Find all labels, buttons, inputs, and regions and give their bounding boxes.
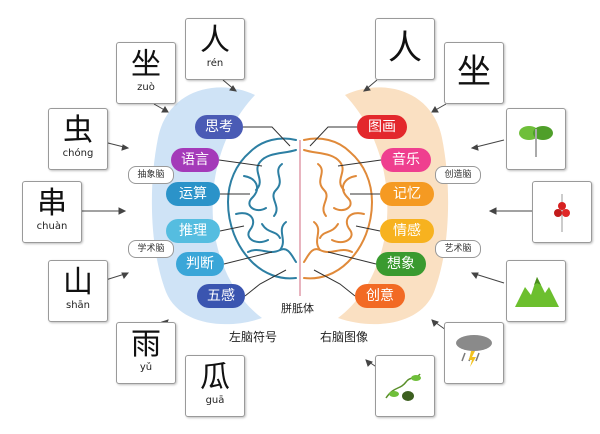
card-char: 山: [63, 265, 93, 300]
right-hemisphere-icon: [303, 137, 374, 280]
right-function-music: 音乐: [381, 148, 431, 172]
card-pinyin: chóng: [62, 148, 94, 159]
card-char: 坐: [457, 52, 491, 92]
card-char: 人: [388, 28, 422, 68]
right-function-creativity: 创意: [355, 284, 405, 308]
right-card-rain: [444, 322, 504, 384]
melon-vine-icon: [385, 373, 421, 401]
card-char: 人: [200, 23, 230, 58]
card-pinyin: yǔ: [139, 362, 153, 373]
card-char: 雨: [131, 327, 161, 362]
right-card-candied-haws: [532, 181, 592, 243]
tag-creative-brain: 创造脑: [435, 166, 481, 184]
right-function-drawing: 图画: [357, 115, 407, 139]
left-function-language: 语言: [171, 148, 219, 172]
tag-art-brain: 艺术脑: [435, 240, 481, 258]
left-hemisphere-icon: [226, 137, 297, 280]
right-card-mountain: [506, 260, 566, 322]
right-card-ren: 人: [375, 18, 435, 80]
card-char: 坐: [131, 47, 161, 82]
right-card-melon: [375, 355, 435, 417]
tag-abstract-brain: 抽象脑: [128, 166, 174, 184]
right-function-emotion: 情感: [380, 219, 434, 243]
card-pinyin: shān: [65, 300, 90, 311]
card-pinyin: rén: [206, 58, 224, 69]
right-function-imagination: 想象: [376, 252, 426, 276]
left-function-calculation: 运算: [166, 182, 220, 206]
card-char: 串: [37, 186, 67, 221]
candied-haws-icon: [554, 194, 570, 232]
left-connector-lines: [218, 126, 291, 297]
left-card-shan: 山 shān: [48, 260, 108, 322]
left-card-chuan: 串 chuàn: [22, 181, 82, 243]
card-char: 瓜: [200, 360, 230, 395]
card-pinyin: zuò: [137, 82, 155, 93]
left-function-five-senses: 五感: [197, 284, 245, 308]
left-card-chong: 虫 chóng: [48, 108, 108, 170]
card-pinyin: chuàn: [36, 221, 68, 232]
left-card-ren: 人 rén: [185, 18, 245, 80]
right-card-zuo: 坐: [444, 42, 504, 104]
right-connector-lines: [309, 126, 382, 297]
left-function-judgment: 判断: [176, 252, 224, 276]
right-brain-title: 右脑图像: [320, 330, 369, 344]
left-card-yu: 雨 yǔ: [116, 322, 176, 384]
right-card-leaf: [506, 108, 566, 170]
left-card-gua: 瓜 guā: [185, 355, 245, 417]
tag-academic-brain: 学术脑: [128, 240, 174, 258]
left-function-reasoning: 推理: [166, 219, 220, 243]
corpus-callosum-label: 胼胝体: [281, 302, 314, 315]
leaf-icon: [519, 126, 553, 157]
rain-cloud-icon: [456, 335, 492, 367]
right-function-memory: 记忆: [380, 182, 434, 206]
mountain-icon: [515, 277, 559, 307]
left-card-zuo: 坐 zuò: [116, 42, 176, 104]
left-brain-title: 左脑符号: [229, 330, 278, 344]
card-pinyin: guā: [205, 395, 225, 406]
card-char: 虫: [63, 113, 93, 148]
left-function-thinking: 思考: [195, 115, 243, 139]
